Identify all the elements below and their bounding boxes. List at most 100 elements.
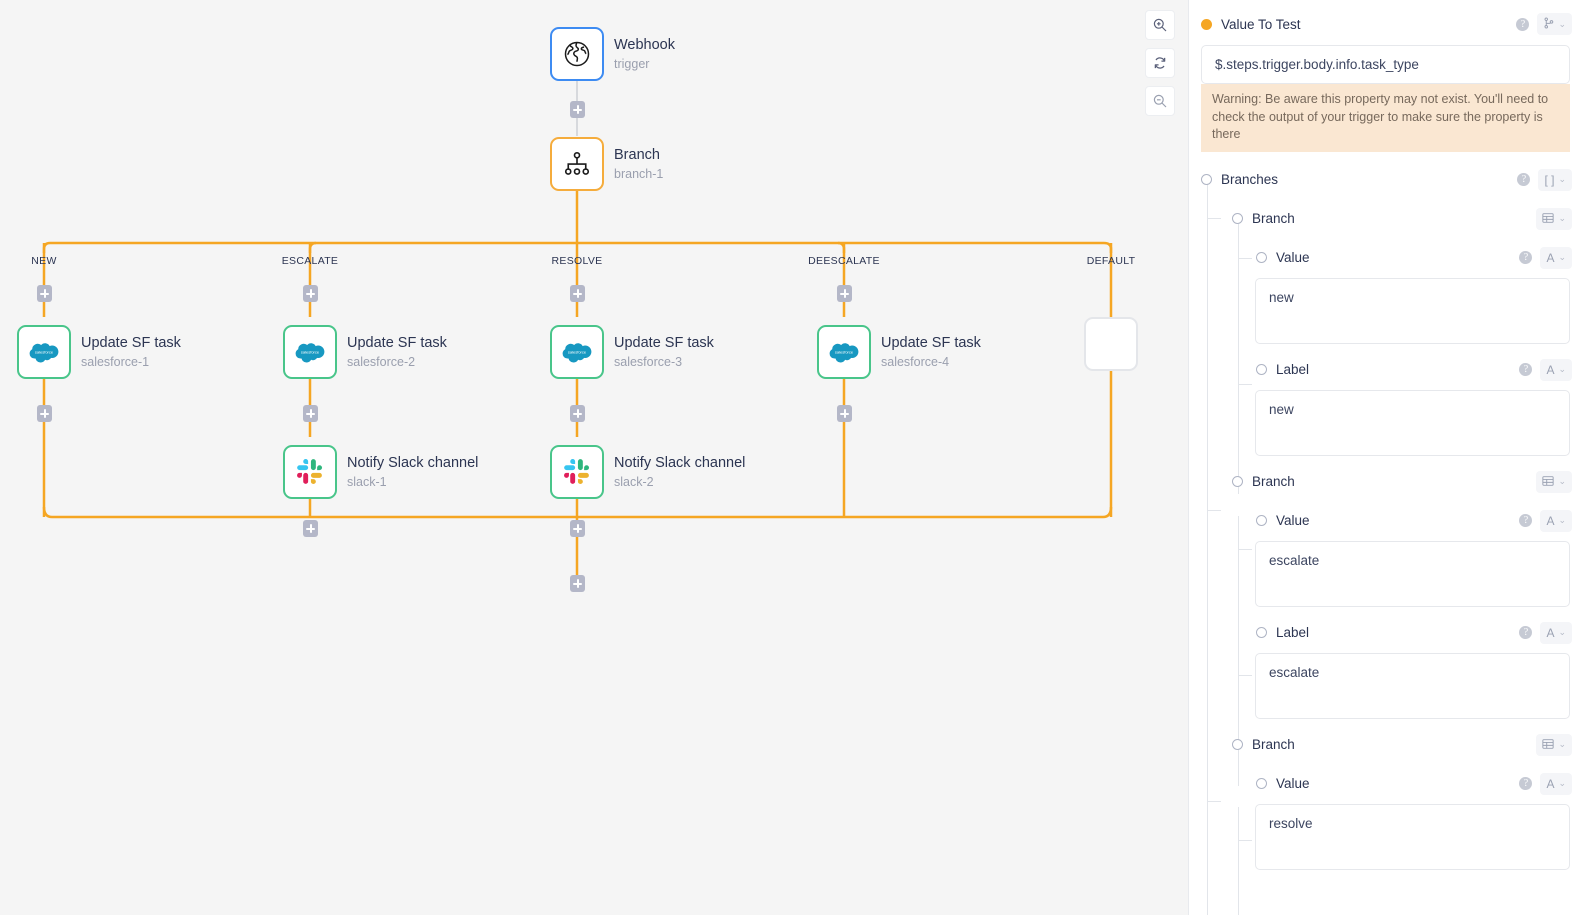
node-empty-default[interactable] [1084, 317, 1138, 371]
help-icon[interactable]: ? [1519, 626, 1533, 639]
node-subtitle: slack-1 [347, 475, 387, 489]
add-step-button-new[interactable] [37, 285, 52, 302]
branch-1-value-row[interactable]: Value ? A ⌄ [1256, 245, 1582, 271]
chevron-down-icon: ⌄ [1558, 364, 1566, 374]
value-type-badge[interactable]: A ⌄ [1540, 772, 1572, 795]
slack-icon[interactable] [283, 445, 337, 499]
tree-guide-branch2 [1238, 516, 1239, 786]
add-step-button-deescalate[interactable] [837, 285, 852, 302]
node-slack-2[interactable]: Notify Slack channel slack-2 [550, 445, 745, 499]
node-salesforce-4[interactable]: salesforce Update SF task salesforce-4 [817, 325, 981, 379]
branch-row-3[interactable]: Branch ⌄ [1232, 732, 1582, 758]
add-step-button-escalate[interactable] [303, 285, 318, 302]
branch-bullet [1232, 213, 1243, 224]
value-to-test-input[interactable]: $.steps.trigger.body.info.task_type [1201, 45, 1570, 84]
add-step-button-after-salesforce-4[interactable] [837, 405, 852, 422]
value-to-test-type-badge[interactable]: ⌄ [1537, 13, 1572, 35]
node-subtitle: salesforce-1 [81, 355, 150, 369]
branch-1-label-input[interactable]: new [1255, 389, 1570, 456]
branch-2-value-input[interactable]: escalate [1255, 540, 1570, 607]
branch-1-label-row[interactable]: Label ? A ⌄ [1256, 357, 1582, 383]
svg-text:salesforce: salesforce [301, 350, 320, 355]
add-step-button-end[interactable] [570, 575, 585, 592]
value-type-badge[interactable]: A ⌄ [1540, 246, 1572, 269]
value-type-badge[interactable]: A ⌄ [1540, 509, 1572, 532]
string-glyph-icon: A [1546, 513, 1555, 528]
zoom-reset-icon[interactable] [1145, 48, 1175, 78]
branch-icon[interactable] [550, 137, 604, 191]
help-icon[interactable]: ? [1519, 514, 1533, 527]
array-glyph-icon: [ ] [1544, 172, 1555, 187]
help-icon[interactable]: ? [1517, 173, 1531, 186]
add-step-button-trigger[interactable] [570, 101, 585, 118]
branch-label-resolve: RESOLVE [551, 255, 603, 267]
tree-tick-branch3 [1207, 801, 1221, 802]
add-step-button-resolve[interactable] [570, 285, 585, 302]
label-bullet [1256, 627, 1267, 638]
branch-type-badge[interactable]: ⌄ [1536, 733, 1572, 756]
help-icon[interactable]: ? [1516, 17, 1530, 31]
add-step-button-after-slack-1[interactable] [303, 520, 318, 537]
workflow-canvas[interactable]: Webhook trigger Branch branch-1 [0, 0, 1188, 915]
add-step-button-after-salesforce-3[interactable] [570, 405, 585, 422]
branch-label: Branch [1252, 474, 1295, 489]
node-trigger[interactable]: Webhook trigger [550, 27, 675, 81]
branch-type-badge[interactable]: ⌄ [1536, 207, 1572, 230]
node-salesforce-3[interactable]: salesforce Update SF task salesforce-3 [550, 325, 714, 379]
branches-row[interactable]: Branches ? [ ] ⌄ [1201, 167, 1582, 193]
help-icon[interactable]: ? [1519, 777, 1533, 790]
globe-icon[interactable] [550, 27, 604, 81]
node-salesforce-1[interactable]: salesforce Update SF task salesforce-1 [17, 325, 181, 379]
branch-2-label-row[interactable]: Label ? A ⌄ [1256, 620, 1582, 646]
salesforce-icon[interactable]: salesforce [817, 325, 871, 379]
branch-type-badge[interactable]: ⌄ [1536, 470, 1572, 493]
add-step-button-after-salesforce-2[interactable] [303, 405, 318, 422]
branch-row-2[interactable]: Branch ⌄ [1232, 469, 1582, 495]
branch-2-label-input[interactable]: escalate [1255, 652, 1570, 719]
node-title: Update SF task [347, 335, 447, 351]
value-to-test-bullet [1201, 18, 1212, 30]
branch-bullet [1232, 476, 1243, 487]
add-step-button-after-slack-2[interactable] [570, 520, 585, 537]
node-title: Webhook [614, 37, 675, 53]
chevron-down-icon: ⌄ [1558, 18, 1566, 29]
branch-1-value-input[interactable]: new [1255, 277, 1570, 344]
node-subtitle: slack-2 [614, 475, 654, 489]
node-salesforce-2[interactable]: salesforce Update SF task salesforce-2 [283, 325, 447, 379]
value-to-test-row[interactable]: Value To Test ? ⌄ [1201, 11, 1582, 37]
table-glyph-icon [1542, 212, 1555, 226]
label-label: Label [1276, 625, 1310, 640]
branches-type-badge[interactable]: [ ] ⌄ [1538, 168, 1572, 191]
chevron-down-icon: ⌄ [1558, 515, 1566, 525]
branch-2-value-row[interactable]: Value ? A ⌄ [1256, 508, 1582, 534]
label-type-badge[interactable]: A ⌄ [1540, 621, 1572, 644]
chevron-down-icon: ⌄ [1558, 252, 1566, 262]
help-icon[interactable]: ? [1519, 363, 1533, 376]
chevron-down-icon: ⌄ [1558, 213, 1566, 223]
tree-guide-branch3 [1238, 807, 1239, 915]
tree-tick-label1 [1238, 384, 1252, 385]
node-salesforce-1-text: Update SF task salesforce-1 [81, 334, 181, 370]
node-slack-2-text: Notify Slack channel slack-2 [614, 454, 745, 490]
branch-row-1[interactable]: Branch ⌄ [1232, 206, 1582, 232]
add-step-button-after-salesforce-1[interactable] [37, 405, 52, 422]
slack-icon[interactable] [550, 445, 604, 499]
salesforce-icon[interactable]: salesforce [550, 325, 604, 379]
empty-node-placeholder[interactable] [1084, 317, 1138, 371]
node-trigger-text: Webhook trigger [614, 36, 675, 72]
branch-3-value-row[interactable]: Value ? A ⌄ [1256, 771, 1582, 797]
node-branch-1[interactable]: Branch branch-1 [550, 137, 663, 191]
node-slack-1[interactable]: Notify Slack channel slack-1 [283, 445, 478, 499]
value-to-test-warning: Warning: Be aware this property may not … [1201, 84, 1570, 152]
zoom-out-icon[interactable] [1145, 86, 1175, 116]
tree-guide-branch1 [1238, 224, 1239, 494]
zoom-in-icon[interactable] [1145, 10, 1175, 40]
salesforce-icon[interactable]: salesforce [283, 325, 337, 379]
branch-3-value-input[interactable]: resolve [1255, 803, 1570, 870]
salesforce-icon[interactable]: salesforce [17, 325, 71, 379]
value-bullet [1256, 778, 1267, 789]
value-bullet [1256, 252, 1267, 263]
help-icon[interactable]: ? [1519, 251, 1533, 264]
label-type-badge[interactable]: A ⌄ [1540, 358, 1572, 381]
